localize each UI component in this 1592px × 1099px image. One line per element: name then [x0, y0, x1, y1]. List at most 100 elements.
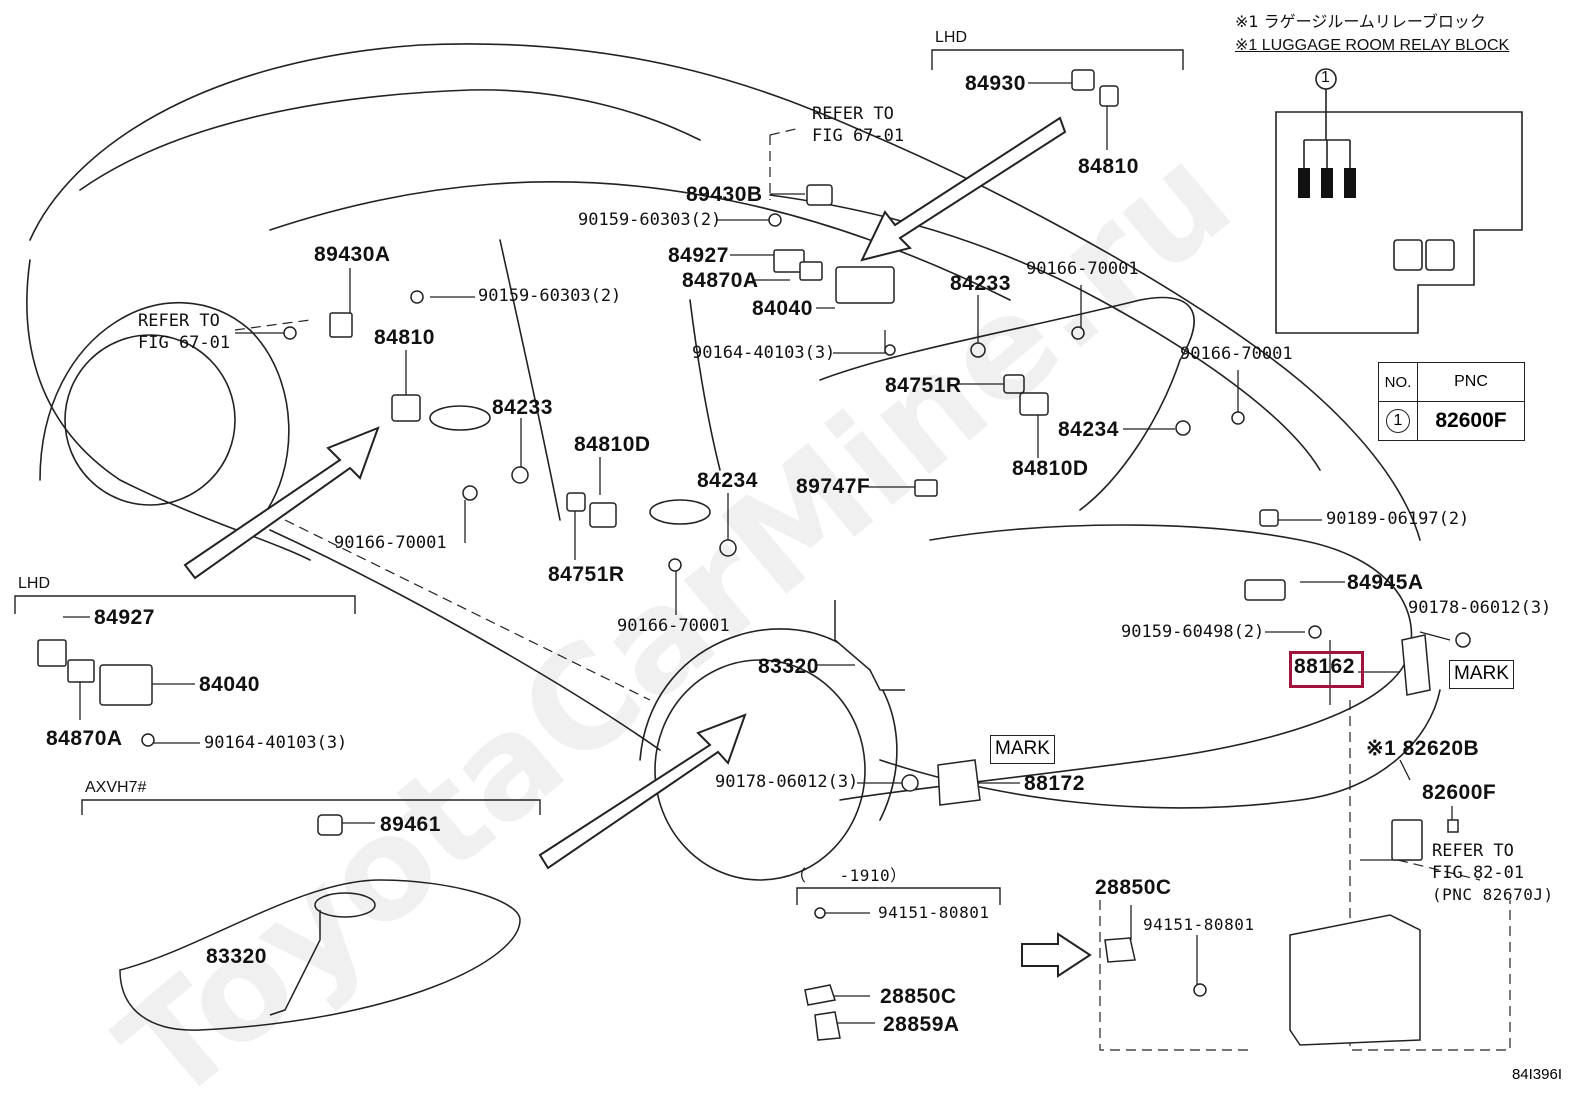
part-84810-left — [391, 394, 421, 422]
pnc-row-pnc: 82600F — [1417, 401, 1525, 441]
pnc-table: NO. PNC 1 82600F — [1378, 362, 1525, 441]
label-89747F[interactable]: 89747F — [796, 475, 871, 498]
label-84810-left[interactable]: 84810 — [374, 326, 435, 349]
part-84870A-left — [67, 659, 95, 683]
pnc-header-pnc: PNC — [1417, 362, 1525, 402]
nut-90178-mid — [901, 774, 919, 792]
pointer-arrow-2 — [538, 713, 747, 870]
part-28859A — [814, 1011, 841, 1041]
part-88172 — [937, 759, 981, 806]
label-94151-80801-a[interactable]: 94151-80801 — [878, 903, 990, 922]
label-refer-67-left-2: FIG 67-01 — [138, 333, 231, 353]
clip-refer-left — [283, 326, 297, 340]
label-90164-40103-left[interactable]: 90164-40103(3) — [204, 733, 348, 753]
part-89461 — [317, 814, 343, 836]
label-90159-60303-left[interactable]: 90159-60303(2) — [478, 286, 622, 306]
label-90178-06012-right[interactable]: 90178-06012(3) — [1408, 598, 1552, 618]
label-90166-70001-b[interactable]: 90166-70001 — [1180, 344, 1293, 364]
car-rear-window — [769, 194, 1321, 471]
bolt-90159-left — [410, 290, 424, 304]
label-84040-top[interactable]: 84040 — [752, 297, 813, 320]
part-84751R-mid — [566, 492, 586, 512]
part-84927-left — [37, 639, 67, 667]
label-84234-mid[interactable]: 84234 — [697, 469, 758, 492]
car-roof-outline — [29, 43, 1421, 541]
car-side-top — [269, 181, 1011, 301]
label-90159-60303-top[interactable]: 90159-60303(2) — [578, 210, 722, 230]
label-28850C-b[interactable]: 28850C — [1095, 876, 1172, 899]
pointer-arrow-1 — [183, 426, 380, 580]
part-84234-right — [1175, 420, 1191, 436]
front-wheel-arch — [39, 302, 290, 521]
car-rocker — [269, 529, 661, 751]
label-90189-06197[interactable]: 90189-06197(2) — [1326, 509, 1470, 529]
door-handle-rear — [649, 499, 711, 525]
label-28850C-a[interactable]: 28850C — [880, 985, 957, 1008]
label-84233-right[interactable]: 84233 — [950, 272, 1011, 295]
label-83320-mid[interactable]: 83320 — [758, 655, 819, 678]
legend-callout-number: 1 — [1321, 69, 1330, 86]
fuel-pump-flange — [314, 892, 376, 918]
label-refer-82-3: (PNC 82670J) — [1432, 885, 1554, 904]
bolt-90166-a — [1071, 326, 1085, 340]
label-88162[interactable]: 88162 — [1294, 655, 1355, 678]
label-94151-80801-b[interactable]: 94151-80801 — [1143, 915, 1255, 934]
group-lhd-left: LHD — [18, 575, 51, 592]
label-84927-top[interactable]: 84927 — [668, 244, 729, 267]
label-refer-67-top-2: FIG 67-01 — [812, 126, 905, 146]
label-90164-40103-top[interactable]: 90164-40103(3) — [692, 343, 836, 363]
label-28859A[interactable]: 28859A — [883, 1013, 960, 1036]
label-84930[interactable]: 84930 — [965, 72, 1026, 95]
label-84810D-right[interactable]: 84810D — [1012, 457, 1089, 480]
pointer-arrow-3 — [860, 116, 1067, 262]
label-82600F[interactable]: 82600F — [1422, 781, 1497, 804]
label-84870A-left[interactable]: 84870A — [46, 727, 123, 750]
bracket-1910 — [796, 887, 1001, 905]
car-lower-body — [26, 259, 311, 561]
part-88162 — [1401, 634, 1431, 696]
label-90166-70001-d[interactable]: 90166-70001 — [617, 616, 730, 636]
group-range-1910: （ -1910） — [790, 866, 907, 885]
group-axvh7: AXVH7# — [85, 779, 147, 796]
label-90166-70001-a[interactable]: 90166-70001 — [1026, 259, 1139, 279]
label-84751R-right[interactable]: 84751R — [885, 374, 962, 397]
part-84810D-mid — [589, 502, 617, 528]
door-handle-front — [429, 405, 491, 431]
bolt-90164-top — [884, 344, 896, 356]
label-88172[interactable]: 88172 — [1024, 772, 1085, 795]
relay-3 — [1344, 168, 1356, 198]
rear-wheel — [654, 659, 866, 881]
label-84810D-mid[interactable]: 84810D — [574, 433, 651, 456]
relay-2 — [1321, 168, 1333, 198]
label-89430B[interactable]: 89430B — [686, 183, 763, 206]
part-84234-mid — [719, 539, 737, 557]
label-89430A[interactable]: 89430A — [314, 243, 391, 266]
part-84233-right — [970, 342, 986, 358]
label-83320-left[interactable]: 83320 — [206, 945, 267, 968]
bracket-axvh7 — [81, 799, 541, 815]
label-84945A[interactable]: 84945A — [1347, 571, 1424, 594]
front-wheel — [64, 334, 236, 506]
label-84870A-top[interactable]: 84870A — [682, 269, 759, 292]
label-84233-mid[interactable]: 84233 — [492, 396, 553, 419]
part-82600F — [1447, 819, 1459, 833]
part-28850C-a — [804, 984, 836, 1006]
part-28850C-b — [1104, 937, 1136, 963]
label-90166-70001-c[interactable]: 90166-70001 — [334, 533, 447, 553]
label-84751R-mid[interactable]: 84751R — [548, 563, 625, 586]
part-84751R-right — [1003, 374, 1025, 394]
clip-90189 — [1259, 509, 1279, 527]
bolt-90166-b — [1231, 411, 1245, 425]
label-89461[interactable]: 89461 — [380, 813, 441, 836]
part-84040-left — [99, 664, 153, 706]
label-82620B[interactable]: ※1 82620B — [1366, 737, 1480, 760]
label-84040-left[interactable]: 84040 — [199, 673, 260, 696]
label-84810-top[interactable]: 84810 — [1078, 155, 1139, 178]
car-trunk — [819, 296, 1195, 511]
label-90159-60498[interactable]: 90159-60498(2) — [1121, 622, 1265, 642]
label-84927-left[interactable]: 84927 — [94, 606, 155, 629]
label-90178-06012-mid[interactable]: 90178-06012(3) — [715, 772, 859, 792]
nut-94151-b — [1193, 983, 1207, 997]
label-84234-right[interactable]: 84234 — [1058, 418, 1119, 441]
